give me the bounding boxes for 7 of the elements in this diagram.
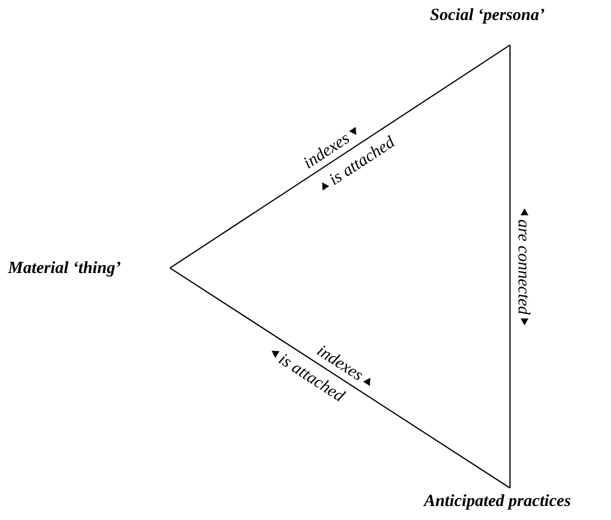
edge-label: are connected <box>516 218 532 314</box>
vertex-label: Social ‘persona’ <box>430 4 545 26</box>
connector-line <box>170 268 510 488</box>
vertex-label: Anticipated practices <box>424 490 571 512</box>
connector-line <box>509 45 511 488</box>
connector-line <box>170 44 510 268</box>
vertex-label: Material ‘thing’ <box>8 257 121 278</box>
